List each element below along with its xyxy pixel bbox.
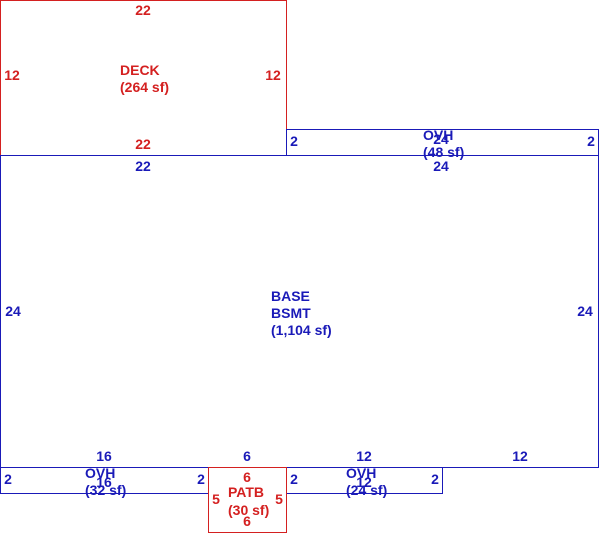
overhang-right-dim-bottom: 12 bbox=[356, 474, 372, 490]
base-name-label: BASE bbox=[271, 288, 310, 304]
overhang-left-dim-right: 2 bbox=[197, 471, 205, 487]
base-dim-bottom-seg3: 12 bbox=[356, 448, 372, 464]
patio-dim-right: 5 bbox=[275, 491, 283, 507]
patio-outline bbox=[208, 467, 287, 533]
base-dim-right: 24 bbox=[577, 303, 593, 319]
overhang-top-area-label: (48 sf) bbox=[423, 144, 464, 160]
base-area-label: (1,104 sf) bbox=[271, 322, 332, 338]
overhang-left-name-label: OVH bbox=[85, 465, 115, 481]
overhang-left-dim-bottom: 16 bbox=[96, 474, 112, 490]
base-dim-left: 24 bbox=[5, 303, 21, 319]
overhang-right-dim-right: 2 bbox=[431, 471, 439, 487]
overhang-top-dim-left: 2 bbox=[290, 133, 298, 149]
deck-dim-bottom: 22 bbox=[135, 136, 151, 152]
overhang-right-name-label: OVH bbox=[346, 465, 376, 481]
overhang-right-area-label: (24 sf) bbox=[346, 482, 387, 498]
patio-name-label: PATB bbox=[228, 484, 264, 500]
overhang-top-dim-right: 2 bbox=[587, 133, 595, 149]
overhang-top-dim-bottom: 24 bbox=[433, 158, 449, 174]
deck-dim-left: 12 bbox=[4, 67, 20, 83]
deck-dim-right: 12 bbox=[265, 67, 281, 83]
patio-dim-bottom: 6 bbox=[243, 513, 251, 529]
overhang-right-dim-left: 2 bbox=[290, 471, 298, 487]
deck-name-label: DECK bbox=[120, 62, 160, 78]
patio-dim-top: 6 bbox=[243, 469, 251, 485]
patio-dim-left: 5 bbox=[212, 491, 220, 507]
deck-outline bbox=[0, 0, 287, 156]
overhang-left-area-label: (32 sf) bbox=[85, 482, 126, 498]
base-dim-bottom-seg1: 16 bbox=[96, 448, 112, 464]
base-dim-bottom-seg4: 12 bbox=[512, 448, 528, 464]
overhang-top-name-label: OVH bbox=[423, 127, 453, 143]
base-dim-bottom-seg2: 6 bbox=[243, 448, 251, 464]
patio-area-label: (30 sf) bbox=[228, 502, 269, 518]
deck-dim-top: 22 bbox=[135, 2, 151, 18]
base-sub-label: BSMT bbox=[271, 305, 311, 321]
overhang-top-dim-top: 24 bbox=[433, 131, 449, 147]
base-dim-top-left: 22 bbox=[135, 158, 151, 174]
overhang-left-dim-left: 2 bbox=[4, 471, 12, 487]
deck-area-label: (264 sf) bbox=[120, 79, 169, 95]
